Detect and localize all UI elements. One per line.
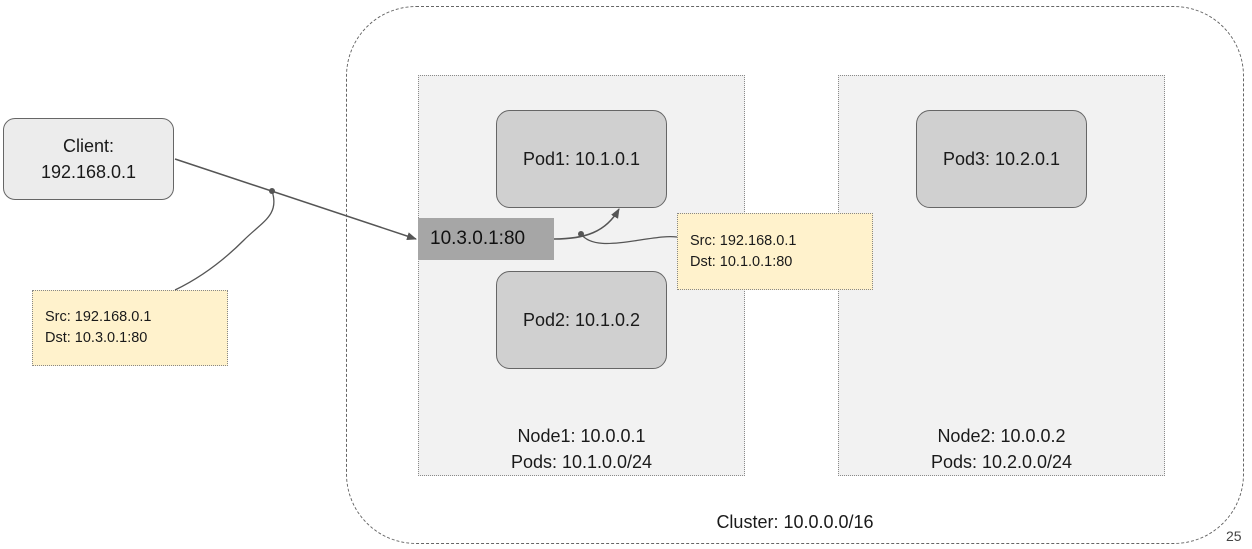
node2-name: Node2: 10.0.0.2 [937,426,1066,446]
note2-src: Src: 192.168.0.1 [690,232,797,249]
node1-label: Node1: 10.0.0.1 Pods: 10.1.0.0/24 [418,423,745,475]
client-title: Client: [62,136,115,156]
cluster-label: Cluster: 10.0.0.0/16 [716,512,874,532]
cluster-boundary [346,6,1244,544]
pod1-label: Pod1: 10.1.0.1 [522,148,641,169]
node1-pods-cidr: Pods: 10.1.0.0/24 [510,452,653,472]
note1-dst: Dst: 10.3.0.1:80 [45,330,148,346]
node1-name: Node1: 10.0.0.1 [517,426,646,446]
note2-callout-line [580,233,678,245]
client-box: Client: 192.168.0.1 [3,118,174,200]
packet-note-client: Src: 192.168.0.1 Dst: 10.3.0.1:80 [32,290,228,366]
pod3-label: Pod3: 10.2.0.1 [942,148,1061,169]
pod2-box: Pod2: 10.1.0.2 [496,271,667,369]
service-ip-label: 10.3.0.1:80 [430,228,526,249]
page-number: 25 [1226,528,1242,544]
node2-label: Node2: 10.0.0.2 Pods: 10.2.0.0/24 [838,423,1165,475]
pod2-label: Pod2: 10.1.0.2 [522,309,641,330]
note2-dst: Dst: 10.1.0.1:80 [690,253,793,270]
service-ip-box: 10.3.0.1:80 [418,218,554,260]
pod1-box: Pod1: 10.1.0.1 [496,110,667,208]
note1-callout-dot [269,188,275,194]
note1-src: Src: 192.168.0.1 [45,309,152,325]
client-ip: 192.168.0.1 [40,162,137,182]
node2-pods-cidr: Pods: 10.2.0.0/24 [930,452,1073,472]
packet-note-pod: Src: 192.168.0.1 Dst: 10.1.0.1:80 [677,213,873,290]
client-to-service-arrow [174,158,417,240]
note1-callout-line [174,190,275,291]
service-to-pod1-arrow [553,208,620,240]
pod3-box: Pod3: 10.2.0.1 [916,110,1087,208]
note2-callout-dot [578,231,584,237]
